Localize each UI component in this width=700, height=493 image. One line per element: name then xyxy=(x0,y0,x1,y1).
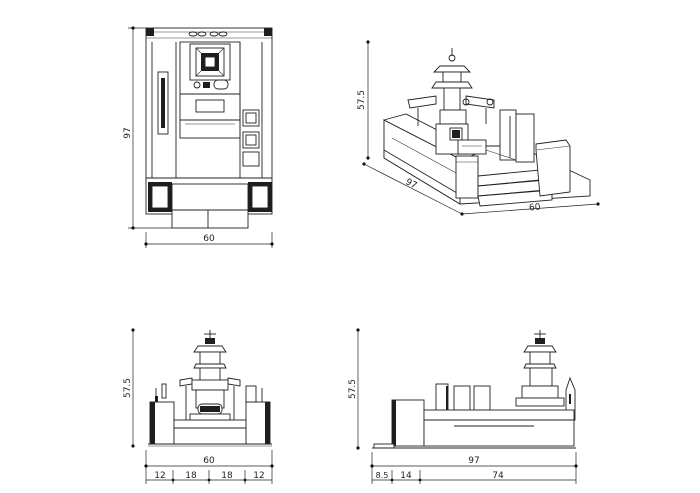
side-segment-1: 8.5 xyxy=(376,471,389,480)
side-view: 57.5 97 8.5 14 74 xyxy=(348,328,578,484)
front-segment-4: 12 xyxy=(253,471,264,481)
side-segment-2: 14 xyxy=(400,471,412,481)
plan-height-label: 97 xyxy=(123,127,133,138)
plan-width-dimension: 60 xyxy=(144,232,274,248)
plan-step xyxy=(171,183,249,229)
front-width-dimension: 60 xyxy=(144,450,274,484)
perspective-height-label: 57.5 xyxy=(357,90,367,110)
plan-top-ornaments xyxy=(188,31,228,37)
side-height-label: 57.5 xyxy=(348,379,358,399)
side-segment-3: 74 xyxy=(492,471,504,481)
front-segment-1: 12 xyxy=(154,471,165,481)
perspective-height-dimension: 57.5 xyxy=(357,40,370,160)
perspective-view: 57.5 97 60 xyxy=(357,40,600,216)
front-segment-2: 18 xyxy=(185,471,197,481)
side-front-wall xyxy=(391,399,425,447)
perspective-width-label: 60 xyxy=(529,203,542,214)
plan-width-label: 60 xyxy=(203,234,215,244)
front-segment-3: 18 xyxy=(221,471,233,481)
front-height-dimension: 57.5 xyxy=(123,328,135,448)
front-width-label: 60 xyxy=(203,456,215,466)
front-height-label: 57.5 xyxy=(123,378,133,398)
perspective-depth-label: 97 xyxy=(404,177,419,191)
side-width-dimension: 97 xyxy=(370,452,578,484)
perspective-steps xyxy=(477,169,553,207)
front-view: 57.5 60 12 18 18 12 xyxy=(123,328,274,484)
front-segment-dimension: 12 18 18 12 xyxy=(146,470,272,484)
plan-height-dimension: 97 xyxy=(123,26,172,230)
side-segment-dimension: 8.5 14 74 xyxy=(372,470,576,484)
perspective-width-dimension: 60 xyxy=(461,202,600,215)
side-height-dimension: 57.5 xyxy=(348,328,360,450)
perspective-depth-dimension: 97 xyxy=(362,162,464,216)
side-width-label: 97 xyxy=(468,456,479,466)
plan-view: 97 60 xyxy=(123,26,274,248)
